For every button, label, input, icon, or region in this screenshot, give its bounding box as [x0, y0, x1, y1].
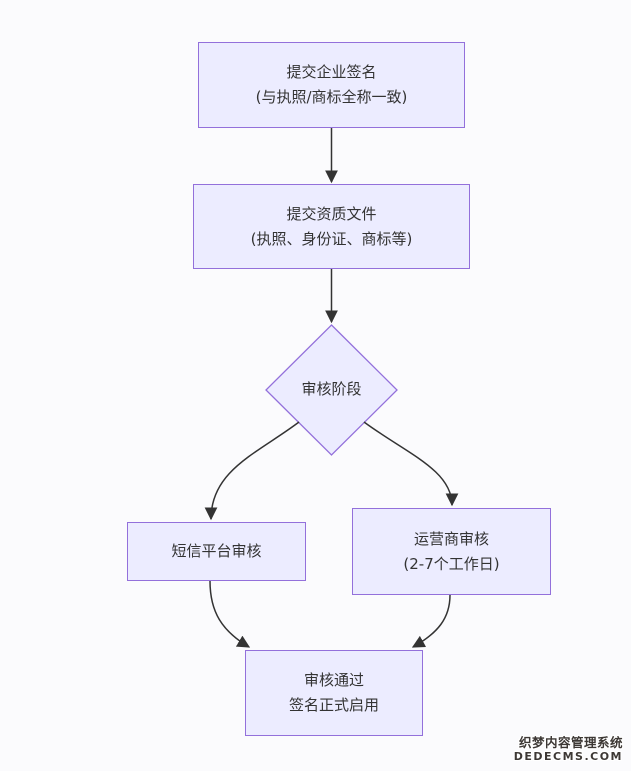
node-carrier-review: 运营商审核 (2-7个工作日) [352, 508, 551, 595]
node-carrier-review-line1: 运营商审核 [413, 529, 489, 548]
node-carrier-review-line2: (2-7个工作日) [403, 554, 500, 573]
node-submit-documents: 提交资质文件 (执照、身份证、商标等) [193, 184, 470, 269]
node-review-passed-line1: 审核通过 [303, 671, 364, 689]
watermark-line1: 织梦内容管理系统 [518, 735, 623, 750]
edge-review-stage-to-sms-platform [204, 421, 300, 521]
node-review-stage-label: 审核阶段 [301, 380, 362, 398]
node-submit-signature-line2: (与执照/商标全称一致) [255, 88, 408, 106]
node-submit-documents-line1: 提交资质文件 [286, 204, 377, 223]
node-submit-documents-line2: (执照、身份证、商标等) [250, 229, 413, 248]
node-submit-signature: 提交企业签名 (与执照/商标全称一致) [198, 42, 465, 128]
edge-review-stage-to-carrier [363, 421, 459, 507]
node-review-passed: 审核通过 签名正式启用 [245, 650, 423, 736]
node-submit-signature-line1: 提交企业签名 [286, 63, 377, 81]
watermark-line2: DEDECMS.COM [513, 750, 623, 763]
node-sms-platform-review: 短信平台审核 [127, 522, 306, 581]
watermark: 织梦内容管理系统 DEDECMS.COM [513, 735, 623, 763]
node-sms-platform-review-label: 短信平台审核 [171, 542, 262, 560]
node-review-passed-line2: 签名正式启用 [288, 696, 379, 714]
edge-carrier-to-passed [411, 594, 451, 648]
edge-sms-platform-to-passed [209, 580, 251, 648]
